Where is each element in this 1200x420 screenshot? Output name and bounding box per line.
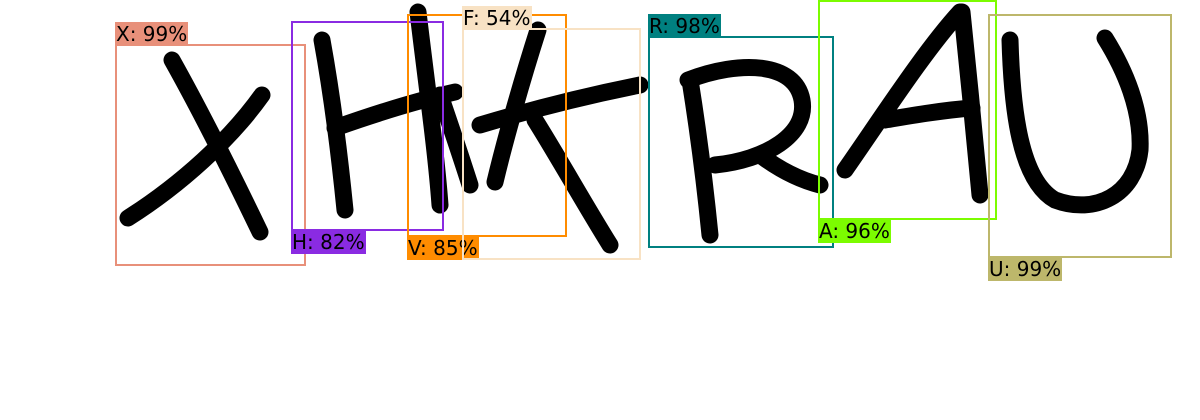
detection-label-a: A: 96%	[818, 219, 891, 243]
detection-box-h	[291, 21, 444, 231]
glyph-a-left	[836, 3, 969, 179]
glyph-x-cross	[119, 86, 271, 227]
glyph-h-right	[409, 3, 449, 214]
detection-label-u: U: 99%	[988, 257, 1063, 281]
glyph-f-arm	[471, 76, 649, 134]
glyph-a-bar	[876, 99, 981, 129]
glyph-u	[1001, 29, 1149, 214]
detection-box-f	[462, 28, 641, 260]
detection-label-r: R: 98%	[648, 14, 721, 38]
detection-label-f: F: 54%	[462, 6, 532, 30]
detection-label-h: H: 82%	[291, 230, 366, 254]
glyph-r-leg	[751, 146, 829, 194]
detection-box-a	[818, 0, 997, 220]
glyph-f-leg	[526, 111, 619, 254]
detection-box-u	[988, 14, 1172, 258]
detection-box-x	[115, 44, 306, 266]
detection-box-r	[648, 36, 834, 248]
detection-label-v: V: 85%	[407, 236, 479, 260]
detection-label-x: X: 99%	[115, 22, 189, 46]
glyph-r-stem	[681, 71, 719, 244]
